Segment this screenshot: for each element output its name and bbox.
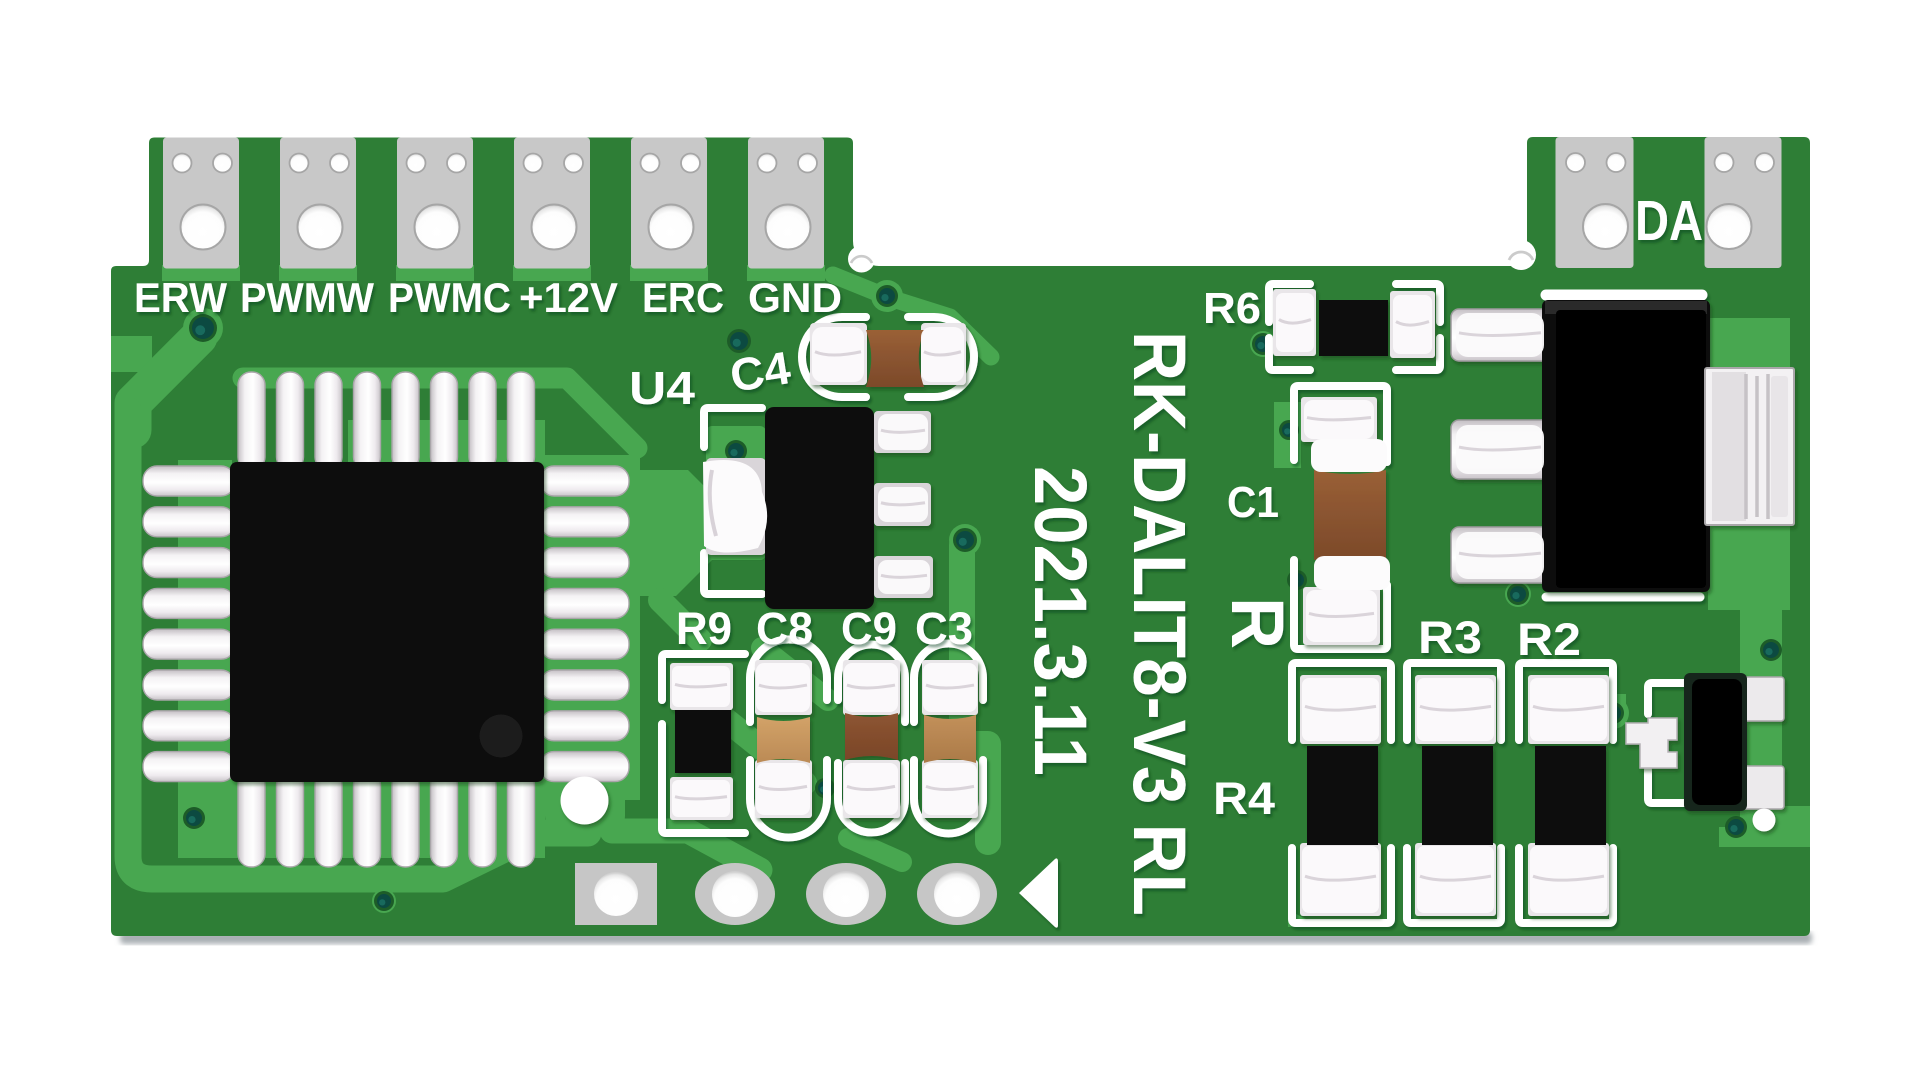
svg-text:R4: R4	[1213, 773, 1275, 824]
svg-text:C1: C1	[1227, 478, 1279, 527]
svg-text:ERW: ERW	[134, 274, 227, 321]
svg-text:C8: C8	[756, 603, 813, 654]
svg-text:PWMW: PWMW	[240, 274, 374, 321]
svg-text:C4: C4	[726, 341, 794, 402]
svg-text:GND: GND	[748, 274, 842, 321]
svg-text:RK-DALIT8-V3 RL: RK-DALIT8-V3 RL	[1118, 331, 1201, 916]
svg-text:R2: R2	[1517, 614, 1581, 665]
svg-text:R: R	[1216, 597, 1299, 649]
svg-text:DA: DA	[1635, 189, 1703, 253]
svg-text:R6: R6	[1203, 284, 1261, 333]
svg-text:ERC: ERC	[642, 274, 724, 321]
svg-text:U4: U4	[629, 362, 695, 414]
svg-text:C3: C3	[915, 603, 973, 654]
svg-text:R9: R9	[676, 603, 732, 654]
svg-text:C9: C9	[841, 603, 897, 654]
svg-text:PWMC: PWMC	[388, 274, 511, 321]
svg-text:R3: R3	[1418, 612, 1482, 663]
svg-text:+12V: +12V	[519, 274, 618, 321]
svg-text:2021.3.11: 2021.3.11	[1019, 466, 1102, 776]
